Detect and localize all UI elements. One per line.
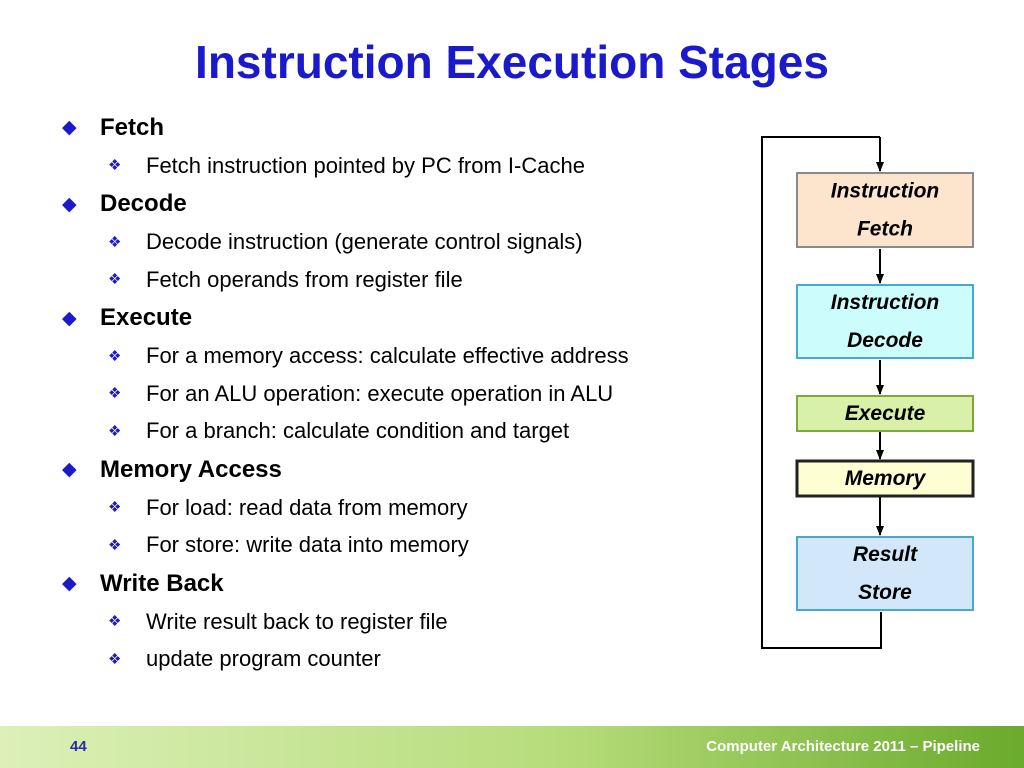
stage-heading: Execute <box>100 304 193 331</box>
execute-box: Execute <box>796 395 974 432</box>
stage-detail: ❖ Fetch instruction pointed by PC from I… <box>62 147 742 185</box>
stage-detail-text: For a memory access: calculate effective… <box>146 343 629 369</box>
diamond-bullet-icon: ◆ <box>62 193 77 215</box>
memory-box: Memory <box>795 459 975 498</box>
stage-box-label: Memory <box>845 467 927 490</box>
feedback-loop-line <box>761 136 882 649</box>
four-diamond-bullet-icon: ❖ <box>108 422 122 440</box>
diamond-bullet-icon: ◆ <box>62 573 77 594</box>
stage-detail: ❖ Decode instruction (generate control s… <box>62 224 742 262</box>
stage-box-label: Result <box>853 543 918 566</box>
stage-heading: Fetch <box>100 113 165 141</box>
stage-box-rect <box>796 172 974 248</box>
stage-detail: ❖ For an ALU operation: execute operatio… <box>62 375 742 413</box>
stage-box-label: Fetch <box>857 218 913 241</box>
stage-detail-text: update program counter <box>146 646 381 672</box>
slide-title: Instruction Execution Stages <box>195 36 829 88</box>
stage-detail: ❖ For store: write data into memory <box>62 527 742 565</box>
stage-heading: Decode <box>100 190 187 217</box>
stage-box-label: Instruction <box>831 291 940 314</box>
stage-item-write-back: ◆ Write Back <box>62 564 742 603</box>
four-diamond-bullet-icon: ❖ <box>108 157 122 175</box>
stage-item-decode: ◆ Decode <box>62 185 742 224</box>
diamond-bullet-icon: ◆ <box>62 307 77 329</box>
stage-detail-text: For store: write data into memory <box>146 532 469 558</box>
stage-box-rect <box>796 284 974 359</box>
stage-detail-text: Decode instruction (generate control sig… <box>146 229 583 255</box>
four-diamond-bullet-icon: ❖ <box>108 233 122 251</box>
four-diamond-bullet-icon: ❖ <box>108 536 122 554</box>
stage-detail-text: For load: read data from memory <box>146 494 468 520</box>
four-diamond-bullet-icon: ❖ <box>108 385 122 403</box>
stage-box-rect <box>796 395 974 432</box>
stage-item-fetch: ◆ Fetch <box>62 108 742 147</box>
four-diamond-bullet-icon: ❖ <box>108 499 122 517</box>
four-diamond-bullet-icon: ❖ <box>108 650 122 668</box>
stage-box-label: Execute <box>845 402 926 425</box>
diamond-bullet-icon: ◆ <box>62 459 77 480</box>
stage-box-label: Instruction <box>831 180 940 203</box>
stage-detail-text: Write result back to register file <box>146 608 448 634</box>
stage-detail-text: Fetch operands from register file <box>146 266 463 292</box>
stage-detail-text: For a branch: calculate condition and ta… <box>146 418 570 444</box>
stage-detail: ❖ For load: read data from memory <box>62 489 742 527</box>
stage-box-rect <box>795 459 975 498</box>
stage-detail: ❖ Fetch operands from register file <box>62 261 742 299</box>
page-number: 44 <box>70 738 87 755</box>
diamond-bullet-icon: ◆ <box>62 117 77 138</box>
stage-detail: ❖ update program counter <box>62 641 742 679</box>
stage-detail: ❖ For a memory access: calculate effecti… <box>62 338 742 376</box>
stage-box-rect <box>796 536 974 611</box>
stage-detail-text: Fetch instruction pointed by PC from I-C… <box>146 152 585 178</box>
stage-box-label: Store <box>858 581 912 604</box>
stage-item-execute: ◆ Execute <box>62 299 742 338</box>
four-diamond-bullet-icon: ❖ <box>108 347 122 365</box>
bullet-outline: ◆ Fetch ❖ Fetch instruction pointed by P… <box>62 108 742 678</box>
stage-detail: ❖ Write result back to register file <box>62 603 742 641</box>
stage-heading: Memory Access <box>100 455 282 483</box>
footer-bar: 44 Computer Architecture 2011 – Pipeline <box>0 726 1024 768</box>
stage-heading: Write Back <box>100 569 224 597</box>
four-diamond-bullet-icon: ❖ <box>108 271 122 289</box>
stage-detail: ❖ For a branch: calculate condition and … <box>62 413 742 451</box>
stage-box-label: Decode <box>847 329 923 352</box>
stage-detail-text: For an ALU operation: execute operation … <box>146 380 614 406</box>
four-diamond-bullet-icon: ❖ <box>108 613 122 631</box>
footer-caption: Computer Architecture 2011 – Pipeline <box>706 738 980 755</box>
stage-item-memory-access: ◆ Memory Access <box>62 450 742 489</box>
